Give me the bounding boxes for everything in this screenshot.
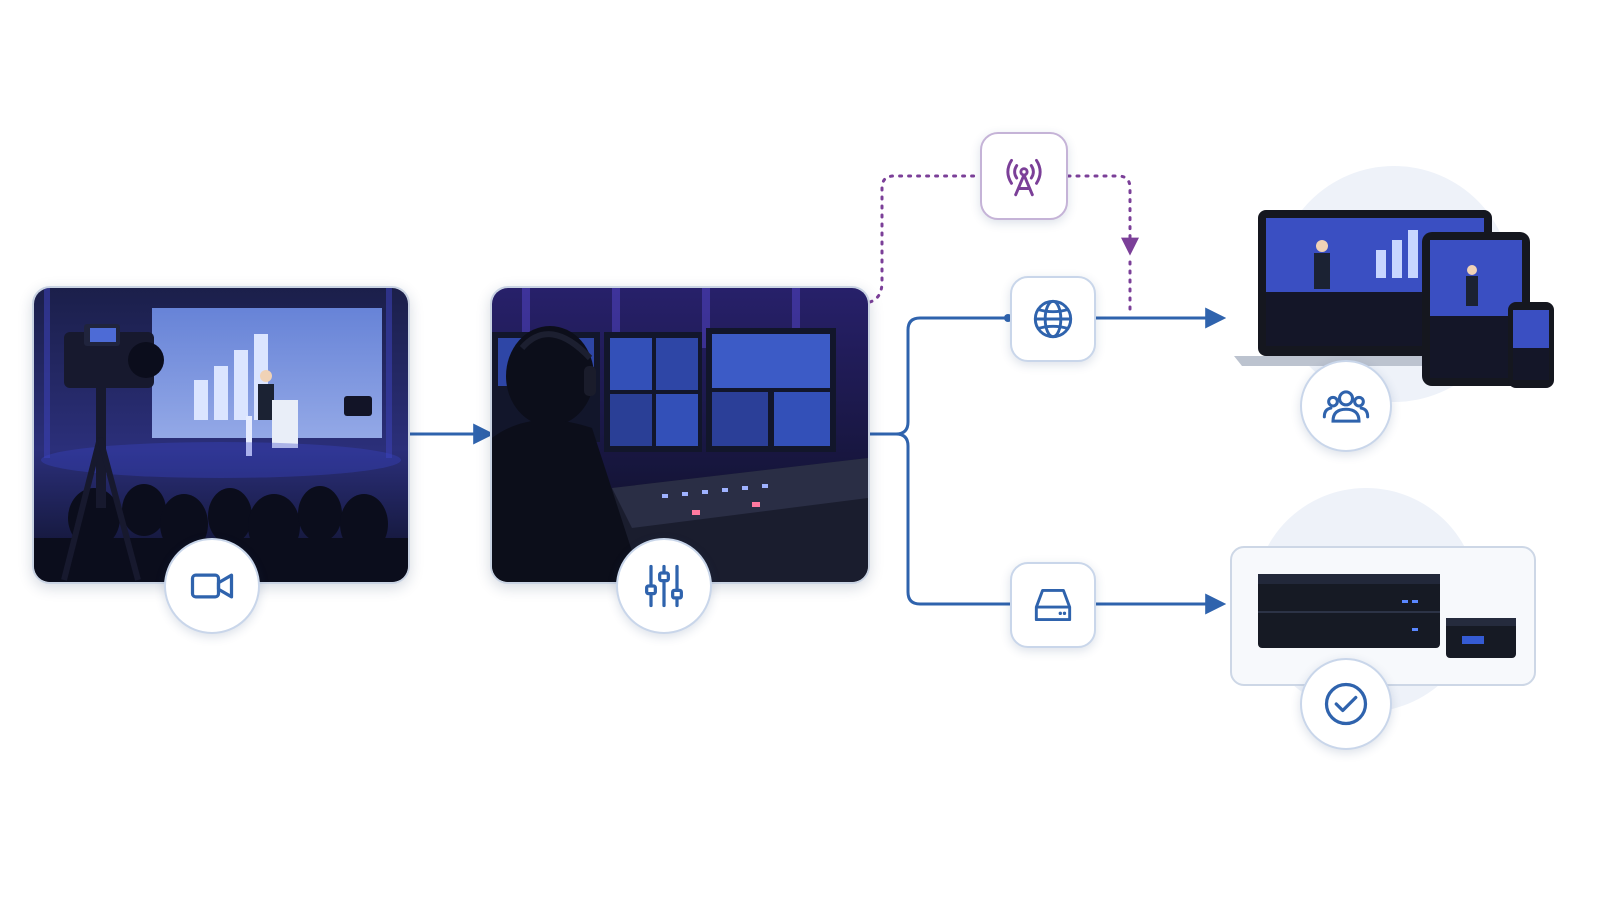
production-control-photo [490,286,870,584]
check-circle-icon [1324,682,1368,726]
broadcast-antenna-icon [1006,158,1042,197]
video-camera-icon [190,573,234,599]
edge-production-branch [868,316,1008,436]
video-camera-icon-badge [164,538,260,634]
globe-icon-tile [1010,276,1096,362]
edge-production-to-storage [895,432,1013,606]
broadcast-antenna-tile [980,132,1068,220]
hard-drive-icon [1034,588,1072,622]
audience-icon-badge [1300,360,1392,452]
edge-production-to-antenna [868,174,982,304]
audience-icon [1322,390,1370,423]
viewer-devices-illustration [1226,206,1566,396]
globe-icon [1033,299,1073,339]
edge-antenna-to-stream [1066,174,1139,256]
mixer-sliders-icon [645,564,683,608]
event-capture-photo [32,286,410,584]
mixer-sliders-icon-badge [616,538,712,634]
check-circle-icon-badge [1300,658,1392,750]
recording-hardware-panel [1230,546,1536,686]
hard-drive-icon-tile [1010,562,1096,648]
